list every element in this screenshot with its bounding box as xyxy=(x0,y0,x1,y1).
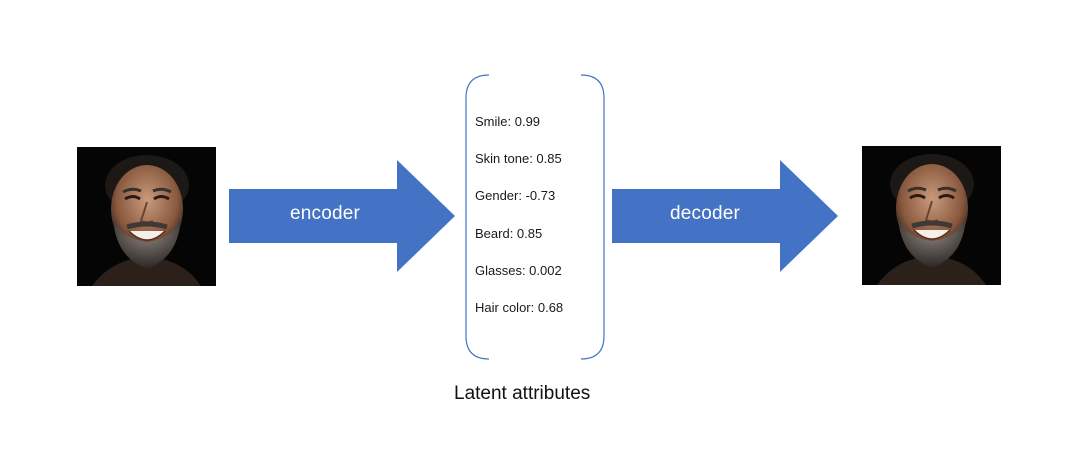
face-photo-icon xyxy=(862,146,1001,285)
decoder-label: decoder xyxy=(670,203,741,224)
attribute-gender: Gender: -0.73 xyxy=(475,188,556,204)
attribute-glasses: Glasses: 0.002 xyxy=(475,262,562,278)
face-photo-icon xyxy=(77,147,216,286)
right-arrow-icon xyxy=(229,160,455,272)
attribute-hair-color: Hair color: 0.68 xyxy=(475,299,564,315)
latent-vector-bracket xyxy=(465,74,605,360)
attribute-skin-tone: Skin tone: 0.85 xyxy=(475,151,562,167)
decoder-arrow: decoder xyxy=(612,160,838,272)
encoder-arrow: encoder xyxy=(229,160,455,272)
latent-caption: Latent attributes xyxy=(454,383,591,404)
attribute-smile: Smile: 0.99 xyxy=(475,114,541,129)
attribute-beard: Beard: 0.85 xyxy=(475,225,543,241)
output-face-photo xyxy=(862,146,1001,285)
latent-attribute-list: Smile: 0.99 Skin tone: 0.85 Gender: -0.7… xyxy=(475,114,563,337)
input-face-photo xyxy=(77,147,216,286)
encoder-label: encoder xyxy=(290,203,361,224)
right-arrow-icon xyxy=(612,160,838,272)
